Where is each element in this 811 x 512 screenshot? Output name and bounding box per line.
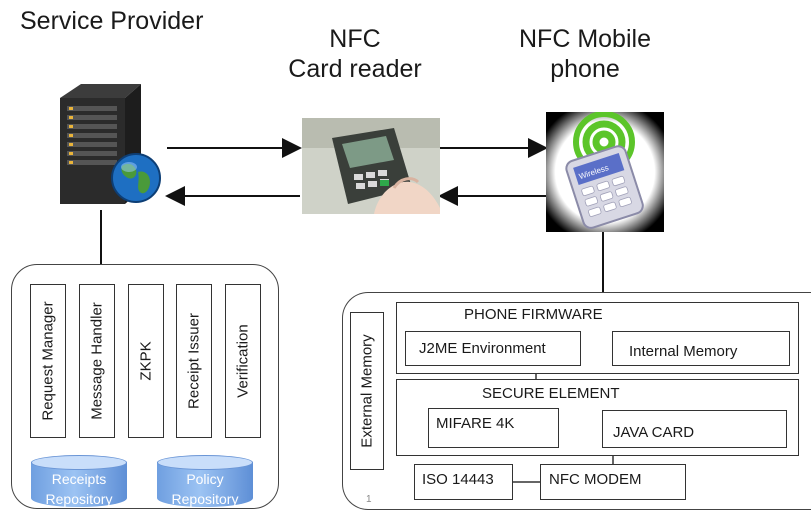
card-reader-title-line2: Card reader: [288, 55, 422, 83]
card-reader-photo: [302, 118, 440, 214]
module-message-handler: Message Handler: [79, 284, 115, 438]
mifare-box: MIFARE 4K: [428, 408, 559, 448]
java-card-box: JAVA CARD: [602, 410, 787, 448]
module-receipt-issuer: Receipt Issuer: [176, 284, 212, 438]
mobile-phone-title-line1: NFC Mobile: [519, 25, 651, 53]
module-request-manager: Request Manager: [30, 284, 66, 438]
card-reader-title: NFC Card reader: [260, 24, 450, 84]
j2me-environment-label: J2ME Environment: [419, 340, 546, 357]
server-icon: [60, 84, 141, 204]
nfc-phone-icon: Wireless: [546, 112, 664, 232]
internal-memory-box: Internal Memory: [612, 331, 790, 366]
globe-icon: [111, 153, 161, 203]
nfc-modem-box: NFC MODEM: [540, 464, 686, 500]
receipts-repository-line2: Repository: [45, 491, 113, 507]
receipts-repository-line1: Receipts: [51, 471, 107, 487]
external-memory-box: External Memory: [350, 312, 384, 470]
iso-14443-box: ISO 14443: [414, 464, 513, 500]
iso-14443-label: ISO 14443: [422, 471, 494, 488]
secure-element-title: SECURE ELEMENT: [482, 385, 620, 402]
card-reader-title-line1: NFC: [329, 25, 381, 53]
java-card-label: JAVA CARD: [613, 424, 695, 441]
nfc-modem-label: NFC MODEM: [549, 471, 642, 488]
service-provider-panel: [11, 264, 279, 509]
policy-repository-line2: Repository: [171, 491, 239, 507]
page-number: 1: [366, 494, 372, 505]
phone-firmware-title: PHONE FIRMWARE: [464, 306, 603, 323]
j2me-environment-box: J2ME Environment: [405, 331, 581, 366]
receipts-repository: Receipts Repository: [31, 455, 127, 507]
internal-memory-label: Internal Memory: [629, 343, 738, 360]
mobile-phone-title: NFC Mobile phone: [490, 24, 680, 84]
phone-architecture-panel: [342, 292, 811, 510]
policy-repository: Policy Repository: [157, 455, 253, 507]
mobile-phone-title-line2: phone: [550, 55, 620, 83]
mifare-label: MIFARE 4K: [436, 415, 515, 432]
module-zkpk: ZKPK: [128, 284, 164, 438]
policy-repository-line1: Policy: [186, 471, 224, 487]
service-provider-title: Service Provider: [20, 7, 204, 35]
module-verification: Verification: [225, 284, 261, 438]
